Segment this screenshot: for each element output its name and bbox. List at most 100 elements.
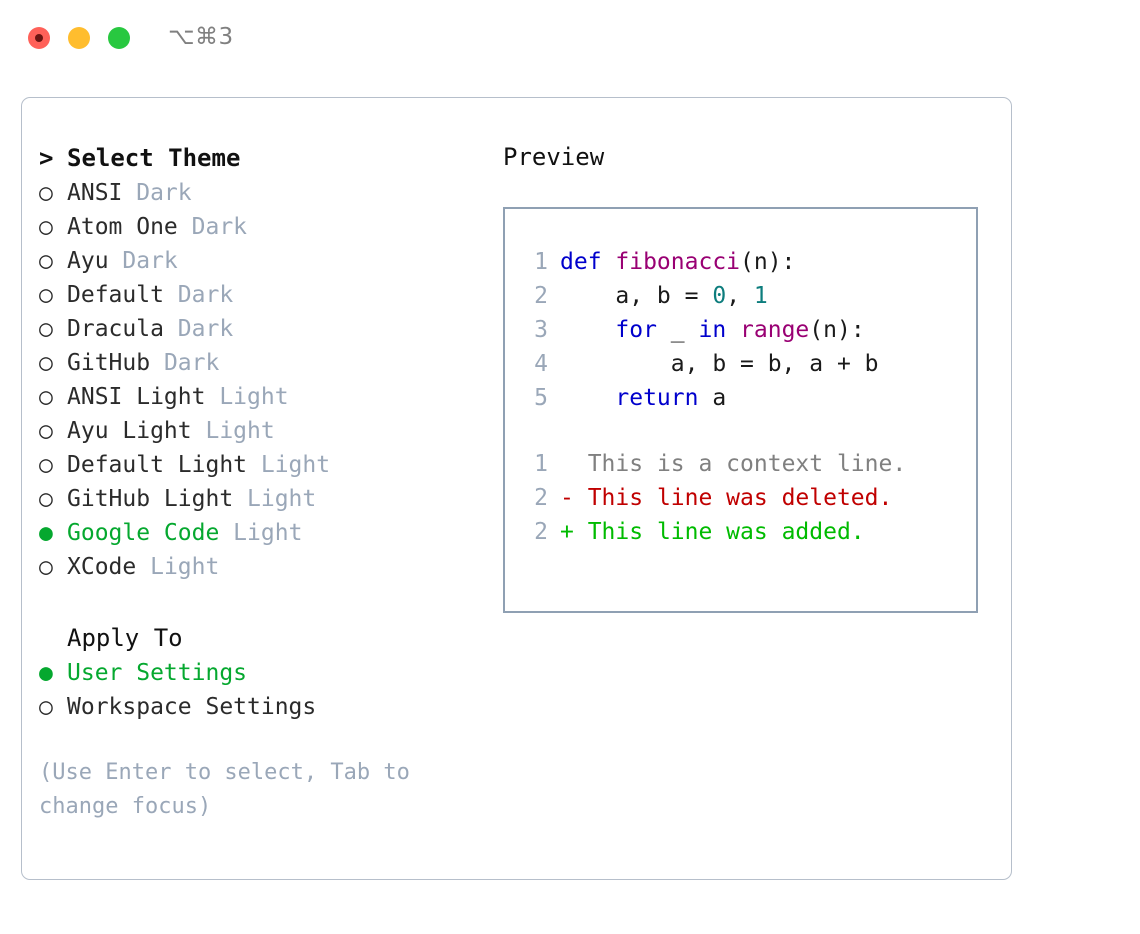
radio-unselected-icon: ○ [39, 554, 53, 580]
diff-sign: + [560, 519, 574, 545]
theme-variant-badge: Light [205, 384, 289, 410]
code-token-txt: a, b = [560, 283, 713, 309]
code-line-number: 2 [534, 283, 548, 309]
select-theme-heading: > Select Theme [39, 140, 489, 176]
theme-variant-badge: Dark [122, 180, 192, 206]
code-token-txt: _ [656, 317, 699, 343]
apply-to-option-user-settings[interactable]: ●User Settings [39, 656, 489, 690]
theme-option-label: Dracula [67, 316, 164, 342]
apply-to-option-workspace-settings[interactable]: ○ Workspace Settings [39, 690, 489, 724]
code-token-fn: fibonacci [615, 249, 741, 275]
theme-variant-badge: Light [219, 520, 303, 546]
radio-selected-icon: ● [39, 520, 53, 546]
minimize-window-button[interactable] [68, 27, 90, 49]
radio-unselected-icon: ○ [39, 452, 53, 478]
theme-variant-badge: Light [136, 554, 220, 580]
diff-text: This line was deleted. [573, 485, 893, 511]
radio-unselected-icon: ○ [39, 418, 53, 444]
theme-variant-badge: Dark [108, 248, 178, 274]
diff-line-number: 2 [534, 485, 548, 511]
code-token-txt: a, b = b, a + b [560, 351, 879, 377]
apply-to-heading-label: Apply To [67, 624, 183, 652]
theme-option-label: Atom One [67, 214, 178, 240]
theme-variant-badge: Light [191, 418, 275, 444]
section-spacer [39, 584, 489, 620]
code-token-txt: (n): [740, 249, 796, 275]
apply-to-list: ●User Settings ○ Workspace Settings [39, 656, 489, 724]
theme-option-github-light[interactable]: ○GitHub Light Light [39, 482, 489, 516]
maximize-window-button[interactable] [108, 27, 130, 49]
radio-unselected-icon: ○ [39, 180, 53, 206]
theme-option-label: Google Code [67, 520, 220, 546]
code-line: 5 return a [522, 381, 968, 415]
theme-variant-badge: Dark [163, 316, 234, 342]
theme-selection-column: >Select Theme ○ANSI Dark○Atom One Dark○A… [39, 140, 489, 824]
hint-spacer [39, 724, 489, 756]
code-line: 4 a, b = b, a + b [522, 347, 968, 381]
theme-option-label: Default [67, 282, 164, 308]
preview-title: Preview [503, 143, 605, 171]
radio-unselected-icon: ○ [39, 694, 53, 720]
theme-option-ayu-light[interactable]: ○ Ayu Light Light [39, 414, 489, 448]
code-line: 3 for _ in range(n): [522, 313, 968, 347]
apply-to-heading: Apply To [39, 620, 489, 656]
theme-option-label: Ayu [67, 248, 109, 274]
theme-option-label: XCode [67, 554, 137, 580]
theme-option-default-light[interactable]: ○Default Light Light [39, 448, 489, 482]
prompt-caret-icon: > [39, 144, 54, 172]
theme-option-ansi-light[interactable]: ○ANSI Light Light [39, 380, 489, 414]
title-bar: ⌥⌘3 [0, 0, 1140, 76]
diff-spacer [522, 415, 968, 447]
select-theme-heading-label: Select Theme [67, 144, 241, 172]
theme-option-ayu[interactable]: ○Ayu Dark [39, 244, 489, 278]
theme-option-xcode[interactable]: ○ XCode Light [39, 550, 489, 584]
theme-option-dracula[interactable]: ○ Dracula Dark [39, 312, 489, 346]
code-token-kw: in [698, 317, 727, 343]
diff-text: This is a context line. [573, 451, 907, 477]
theme-option-label: ANSI [67, 180, 123, 206]
theme-variant-badge: Light [247, 452, 331, 478]
keyboard-hint-text: (Use Enter to select, Tab to change focu… [39, 760, 424, 819]
code-line-number: 5 [534, 385, 548, 411]
code-token-txt [560, 385, 615, 411]
theme-option-label: GitHub [67, 350, 151, 376]
theme-option-label: Ayu Light [67, 418, 192, 444]
theme-option-default[interactable]: ○ Default Dark [39, 278, 489, 312]
theme-option-label: ANSI Light [67, 384, 206, 410]
code-line-number: 4 [534, 351, 548, 377]
code-line-number: 1 [534, 249, 548, 275]
code-token-num: 0 [712, 283, 727, 309]
keyboard-shortcut-label: ⌥⌘3 [168, 24, 234, 50]
code-token-txt: a [698, 385, 727, 411]
apply-to-option-label: Workspace Settings [67, 694, 317, 720]
code-token-kw: def [560, 249, 616, 275]
theme-option-atom-one[interactable]: ○ Atom One Dark [39, 210, 489, 244]
diff-line-add: 2+ This line was added. [522, 515, 968, 549]
code-line: 2 a, b = 0, 1 [522, 279, 968, 313]
code-token-fn: range [740, 317, 810, 343]
theme-option-ansi[interactable]: ○ ANSI Dark [39, 176, 489, 210]
radio-unselected-icon: ○ [39, 350, 53, 376]
theme-option-google-code[interactable]: ● Google Code Light [39, 516, 489, 550]
theme-option-github[interactable]: ○GitHub Dark [39, 346, 489, 380]
diff-line-del: 2- This line was deleted. [522, 481, 968, 515]
diff-line-number: 1 [534, 451, 548, 477]
radio-unselected-icon: ○ [39, 282, 53, 308]
theme-variant-badge: Dark [163, 282, 234, 308]
code-token-kw: for [615, 317, 657, 343]
code-token-txt: , [726, 283, 754, 309]
diff-sign: - [560, 485, 574, 511]
theme-variant-badge: Light [233, 486, 317, 512]
radio-unselected-icon: ○ [39, 316, 53, 342]
diff-sign [560, 451, 574, 477]
theme-variant-badge: Dark [177, 214, 248, 240]
radio-unselected-icon: ○ [39, 214, 53, 240]
code-line-number: 3 [534, 317, 548, 343]
diff-text: This line was added. [573, 519, 865, 545]
radio-unselected-icon: ○ [39, 486, 53, 512]
code-token-num: 1 [753, 283, 768, 309]
